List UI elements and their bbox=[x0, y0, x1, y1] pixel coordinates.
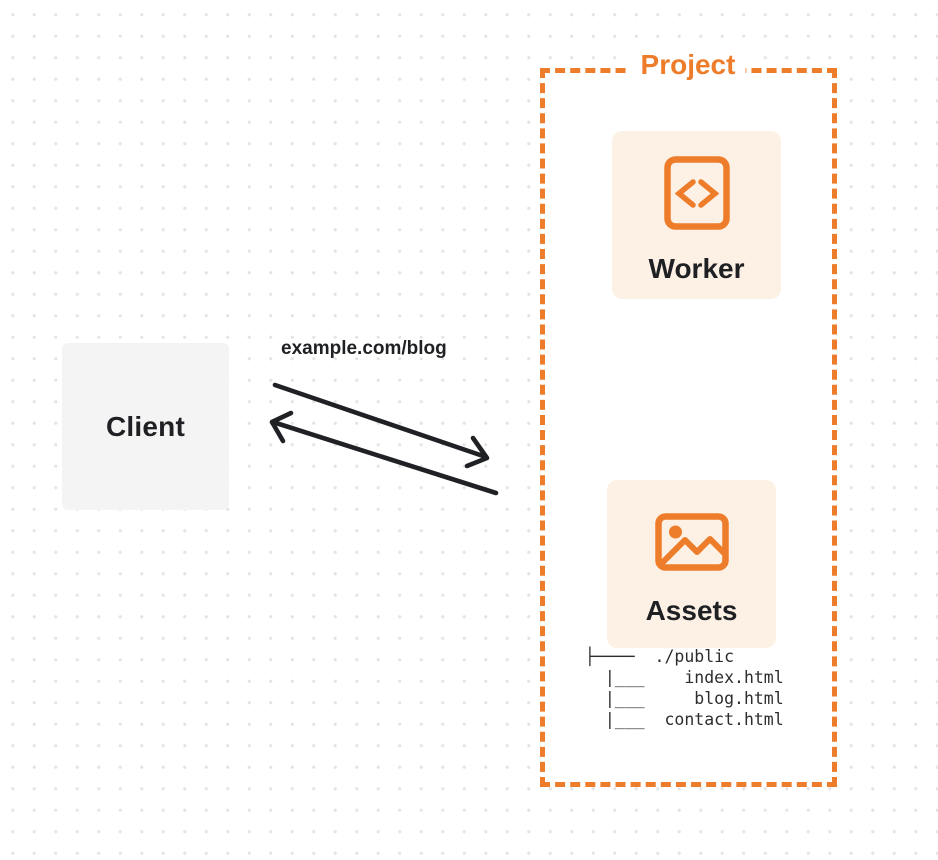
image-icon bbox=[654, 513, 729, 571]
client-node: Client bbox=[62, 343, 229, 510]
assets-card: Assets bbox=[607, 480, 776, 648]
response-arrow-line bbox=[273, 420, 499, 496]
request-arrowhead-icon bbox=[464, 435, 490, 469]
worker-card: Worker bbox=[612, 131, 781, 299]
client-label: Client bbox=[106, 410, 185, 442]
request-arrow-line bbox=[272, 382, 489, 460]
assets-label: Assets bbox=[645, 595, 738, 626]
assets-file-tree: ├──── ./public |___ index.html |___ blog… bbox=[585, 647, 784, 729]
response-arrowhead-icon bbox=[269, 410, 294, 444]
project-label: Project bbox=[630, 49, 746, 81]
request-url-label: example.com/blog bbox=[281, 338, 447, 359]
worker-label: Worker bbox=[648, 253, 745, 284]
code-file-icon bbox=[663, 156, 730, 230]
